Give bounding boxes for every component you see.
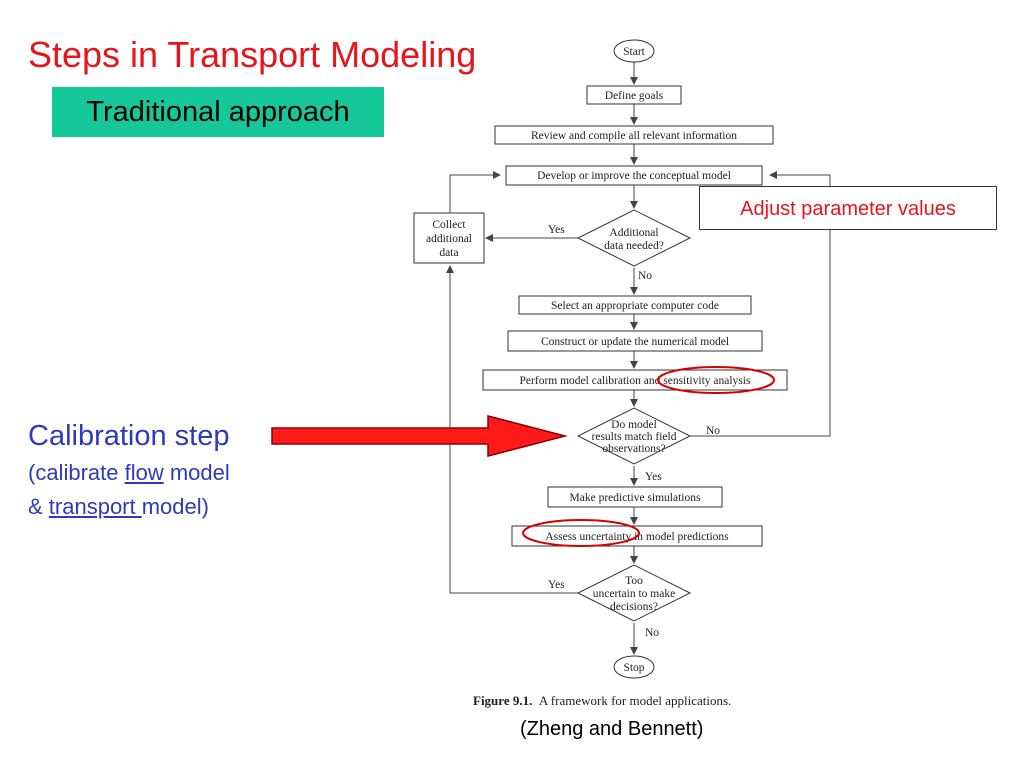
svg-text:data: data bbox=[439, 247, 458, 259]
develop-box: Develop or improve the conceptual model bbox=[505, 165, 763, 186]
calibration-arrow bbox=[271, 415, 568, 457]
start-node: Start bbox=[613, 39, 655, 63]
decision-additional-data: Additional data needed? bbox=[576, 209, 692, 267]
calibrate-box: Perform model calibration and sensitivit… bbox=[482, 369, 788, 391]
define-goals-box: Define goals bbox=[586, 85, 682, 105]
label-no-uncertain: No bbox=[645, 627, 659, 639]
svg-text:Stop: Stop bbox=[623, 662, 644, 674]
label-no-data: No bbox=[638, 270, 652, 282]
decision-too-uncertain: Too uncertain to make decisions? bbox=[576, 564, 692, 622]
svg-text:Define goals: Define goals bbox=[605, 90, 664, 102]
svg-text:decisions?: decisions? bbox=[610, 601, 658, 613]
calibration-heading: Calibration step bbox=[28, 420, 230, 452]
calibration-line-2: & transport model) bbox=[28, 494, 209, 519]
source-credit: (Zheng and Bennett) bbox=[520, 718, 704, 740]
svg-text:Start: Start bbox=[623, 46, 646, 58]
svg-text:observations?: observations? bbox=[602, 443, 665, 455]
svg-text:Perform model calibration and: Perform model calibration and sensitivit… bbox=[520, 375, 751, 387]
construct-box: Construct or update the numerical model bbox=[507, 330, 763, 352]
label-yes-uncertain: Yes bbox=[548, 579, 565, 591]
slide-title: Steps in Transport Modeling bbox=[28, 34, 477, 75]
svg-text:Review and compile all relevan: Review and compile all relevant informat… bbox=[531, 130, 737, 142]
label-yes-match: Yes bbox=[645, 471, 662, 483]
review-box: Review and compile all relevant informat… bbox=[494, 125, 774, 145]
stop-node: Stop bbox=[613, 655, 655, 679]
svg-text:Construct or update the numeri: Construct or update the numerical model bbox=[541, 336, 729, 348]
approach-badge: Traditional approach bbox=[52, 87, 384, 137]
label-no-match: No bbox=[706, 425, 720, 437]
svg-text:Make predictive simulations: Make predictive simulations bbox=[570, 492, 701, 504]
svg-text:Develop or improve the concept: Develop or improve the conceptual model bbox=[537, 170, 731, 182]
svg-text:data needed?: data needed? bbox=[604, 240, 664, 252]
predict-box: Make predictive simulations bbox=[547, 486, 723, 508]
highlight-sensitivity bbox=[657, 366, 775, 394]
svg-text:additional: additional bbox=[426, 233, 472, 245]
svg-text:Do model: Do model bbox=[611, 419, 657, 431]
highlight-uncertainty bbox=[522, 519, 640, 547]
svg-text:results match field: results match field bbox=[592, 431, 677, 443]
select-code-box: Select an appropriate computer code bbox=[518, 295, 752, 315]
svg-text:uncertain to make: uncertain to make bbox=[593, 588, 675, 600]
transport-link[interactable]: transport bbox=[48, 494, 142, 519]
label-yes-data: Yes bbox=[548, 224, 565, 236]
flowchart-connectors bbox=[446, 62, 831, 655]
decision-match-observations: Do model results match field observation… bbox=[576, 407, 692, 465]
calibration-line-1: (calibrate flow model bbox=[28, 460, 230, 485]
flow-link[interactable]: flow bbox=[124, 460, 164, 485]
svg-text:Too: Too bbox=[625, 575, 643, 587]
collect-box: Collect additional data bbox=[413, 212, 485, 264]
svg-text:Collect: Collect bbox=[432, 219, 466, 231]
figure-caption: Figure 9.1. A framework for model applic… bbox=[473, 693, 731, 708]
svg-text:Additional: Additional bbox=[609, 227, 658, 239]
svg-text:Select an appropriate computer: Select an appropriate computer code bbox=[551, 300, 719, 312]
adjust-parameter-note: Adjust parameter values bbox=[699, 186, 997, 230]
